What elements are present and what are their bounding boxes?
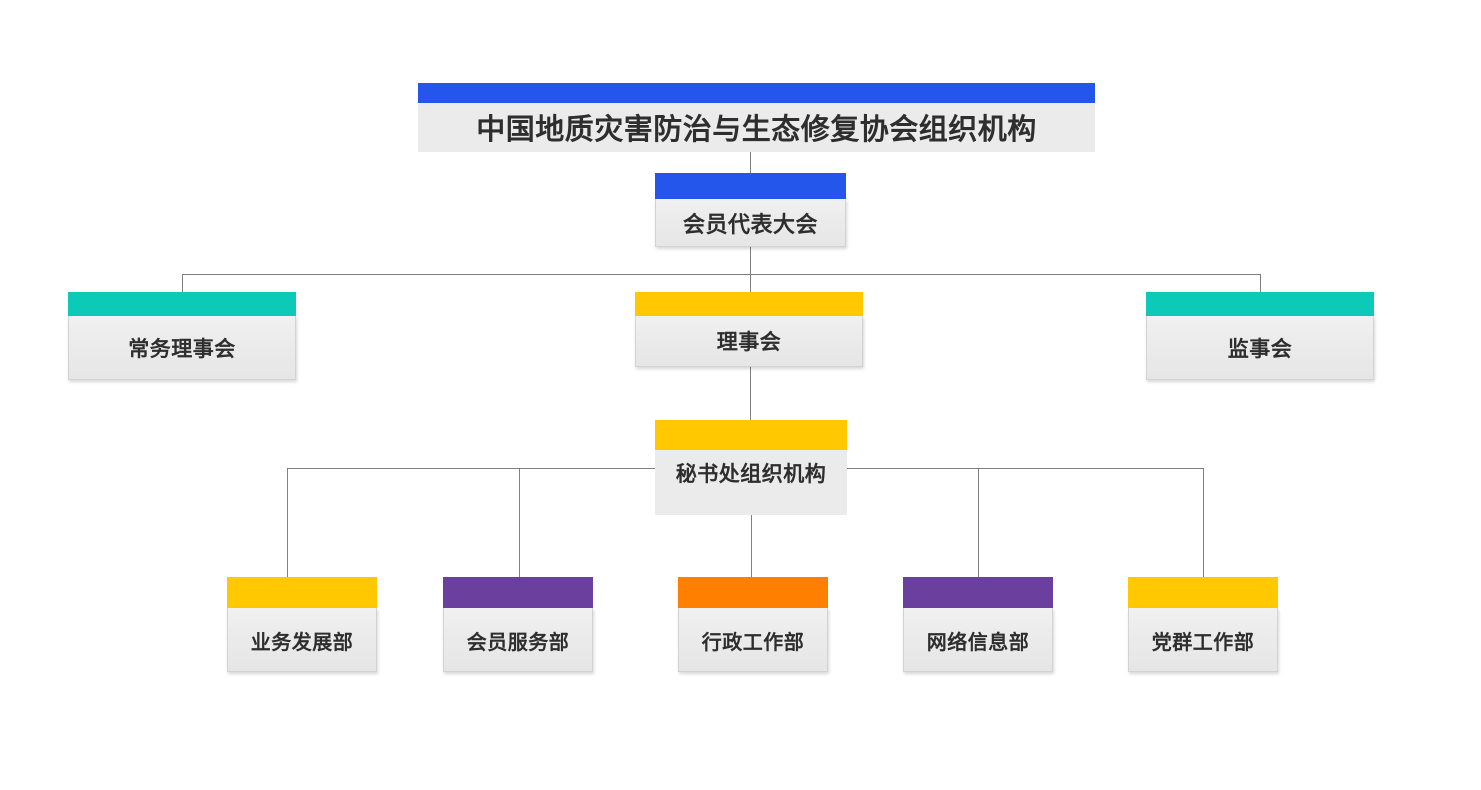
node-secretariat-label: 秘书处组织机构 (655, 450, 847, 515)
node-secretariat[interactable]: 秘书处组织机构 (655, 420, 847, 515)
node-department-2-label: 会员服务部 (443, 608, 593, 672)
node-department-5[interactable]: 党群工作部 (1128, 577, 1278, 672)
connector-bus-to-dept-2 (519, 468, 520, 577)
node-department-4[interactable]: 网络信息部 (903, 577, 1053, 672)
connector-bus-to-dept-1 (287, 468, 288, 577)
node-standing-council-color-bar (68, 292, 296, 316)
connector-bus-to-supervisory (1260, 274, 1261, 292)
node-supervisory[interactable]: 监事会 (1146, 292, 1374, 380)
connector-secretariat-down (751, 515, 752, 577)
node-root-color-bar (418, 83, 1095, 103)
node-standing-council[interactable]: 常务理事会 (68, 292, 296, 380)
node-supervisory-label: 监事会 (1146, 316, 1374, 380)
node-department-4-color-bar (903, 577, 1053, 608)
node-department-1-label: 业务发展部 (227, 608, 377, 672)
node-standing-council-label: 常务理事会 (68, 316, 296, 380)
node-council-label: 理事会 (635, 316, 863, 367)
node-department-5-color-bar (1128, 577, 1278, 608)
node-department-2-color-bar (443, 577, 593, 608)
connector-level3-bus (182, 274, 1261, 275)
node-department-3[interactable]: 行政工作部 (678, 577, 828, 672)
node-department-3-color-bar (678, 577, 828, 608)
node-assembly[interactable]: 会员代表大会 (655, 173, 846, 247)
node-assembly-color-bar (655, 173, 846, 199)
node-council[interactable]: 理事会 (635, 292, 863, 367)
node-council-color-bar (635, 292, 863, 316)
connector-council-to-secretariat (750, 367, 751, 420)
node-department-4-label: 网络信息部 (903, 608, 1053, 672)
node-supervisory-color-bar (1146, 292, 1374, 316)
connector-root-to-assembly (750, 152, 751, 173)
connector-assembly-down (750, 247, 751, 292)
node-department-1-color-bar (227, 577, 377, 608)
node-department-1[interactable]: 业务发展部 (227, 577, 377, 672)
node-secretariat-color-bar (655, 420, 847, 450)
node-root-label: 中国地质灾害防治与生态修复协会组织机构 (418, 103, 1095, 152)
node-department-3-label: 行政工作部 (678, 608, 828, 672)
node-root[interactable]: 中国地质灾害防治与生态修复协会组织机构 (418, 83, 1095, 152)
connector-bus-to-dept-5 (1203, 468, 1204, 577)
connector-bus-to-dept-4 (978, 468, 979, 577)
node-department-2[interactable]: 会员服务部 (443, 577, 593, 672)
node-assembly-label: 会员代表大会 (655, 199, 846, 247)
node-department-5-label: 党群工作部 (1128, 608, 1278, 672)
connector-bus-to-standing-council (182, 274, 183, 292)
